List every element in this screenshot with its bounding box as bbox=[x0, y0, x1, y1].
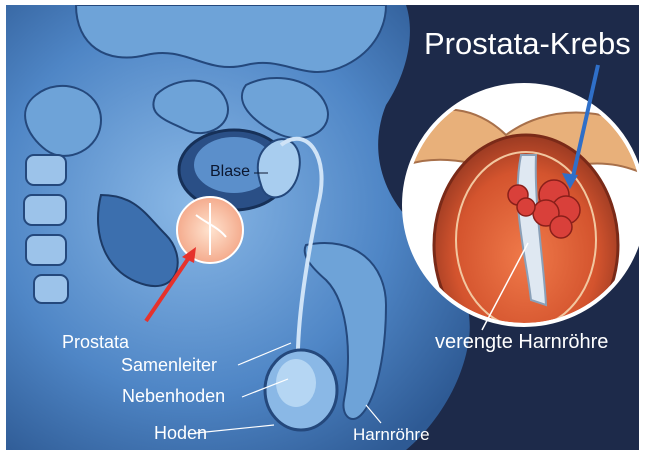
title: Prostata-Krebs bbox=[424, 27, 631, 61]
anatomy-illustration bbox=[6, 5, 639, 450]
illustration-frame: Prostata-Krebs Blase Prostata Samenleite… bbox=[6, 5, 639, 450]
label-harnrohre: Harnröhre bbox=[353, 425, 430, 445]
label-samenleiter: Samenleiter bbox=[121, 355, 217, 375]
label-hoden: Hoden bbox=[154, 423, 207, 443]
label-prostata: Prostata bbox=[62, 332, 129, 352]
label-verengte-harnrohre: verengte Harnröhre bbox=[435, 332, 608, 352]
label-nebenhoden: Nebenhoden bbox=[122, 386, 225, 406]
label-blase: Blase bbox=[210, 162, 250, 182]
